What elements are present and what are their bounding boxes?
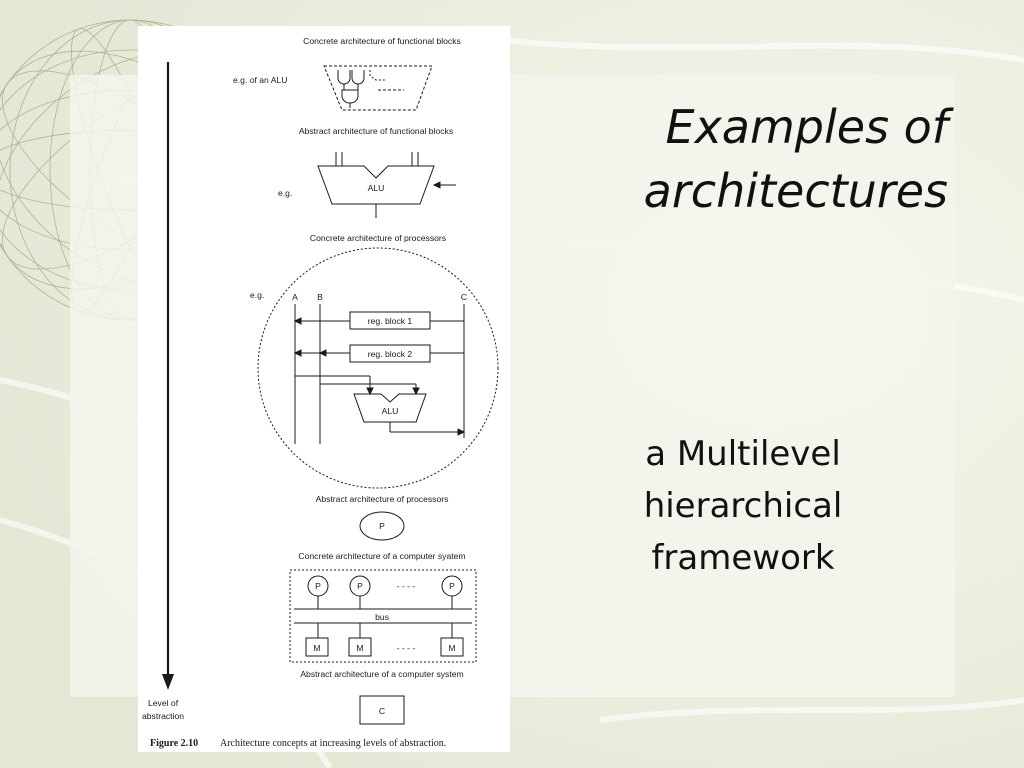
processor-node [359, 511, 405, 541]
alu-gates-outline [323, 65, 433, 111]
bus-c-label: C [461, 292, 467, 302]
bus-b-label: B [317, 292, 323, 302]
level3-example: e.g. [250, 290, 264, 300]
slide-title: Examples of architectures [540, 95, 948, 223]
memory-2-label: M [356, 643, 363, 653]
slide-subtitle-line-1: a Multilevel [645, 434, 841, 474]
bus-label: bus [375, 612, 389, 622]
level4-heading: Abstract architecture of processors [316, 494, 449, 504]
level1-example: e.g. of an ALU [233, 75, 287, 85]
figure-image: Concrete architecture of functional bloc… [138, 26, 510, 752]
axis-label-line1: Level of [148, 698, 179, 708]
level5-heading: Concrete architecture of a computer syat… [298, 551, 465, 561]
processor-node-label: P [379, 521, 385, 531]
alu-symbol-2 [353, 393, 427, 423]
processor-2-label: P [357, 581, 363, 591]
level2-heading: Abstract architecture of functional bloc… [299, 126, 453, 136]
alu-label: ALU [368, 183, 385, 193]
memory-n [440, 637, 464, 657]
computer-node [359, 695, 405, 725]
memory-n-label: M [448, 643, 455, 653]
dashes-top: - - - - [397, 581, 416, 591]
level3-heading: Concrete architecture of processors [310, 233, 446, 243]
logic-gates-icon [337, 70, 404, 108]
processor-n-label: P [449, 581, 455, 591]
computer-node-label: C [379, 706, 385, 716]
level2-example: e.g. [278, 188, 292, 198]
slide-title-line-2: architectures [643, 164, 948, 218]
dashes-bottom: - - - - [397, 643, 416, 653]
level6-heading: Abstract architecture of a computer syst… [300, 669, 463, 679]
memory-2 [348, 637, 372, 657]
memory-1 [305, 637, 329, 657]
abstraction-axis-arrowhead [162, 674, 174, 690]
processor-1-label: P [315, 581, 321, 591]
reg-block-2-label: reg. block 2 [368, 349, 413, 359]
slide-subtitle-line-3: framework [651, 538, 835, 578]
figure-diagram: Concrete architecture of functional bloc… [142, 36, 499, 749]
reg-block-1-label: reg. block 1 [368, 316, 413, 326]
caption-number: Figure 2.10 [150, 738, 198, 749]
level1-heading: Concrete architecture of functional bloc… [303, 36, 461, 46]
slide-subtitle: a Multilevel hierarchical framework [560, 428, 926, 584]
computer-system-boundary [289, 569, 477, 663]
slide-subtitle-line-2: hierarchical [643, 486, 843, 526]
alu-symbol [317, 165, 435, 205]
caption-text: Architecture concepts at increasing leve… [220, 738, 446, 749]
bus-a-label: A [292, 292, 298, 302]
processor-detail-boundary [257, 247, 499, 489]
memory-1-label: M [313, 643, 320, 653]
alu-label-2: ALU [382, 406, 399, 416]
axis-label-line2: abstraction [142, 711, 184, 721]
slide-title-line-1: Examples of [665, 100, 949, 154]
